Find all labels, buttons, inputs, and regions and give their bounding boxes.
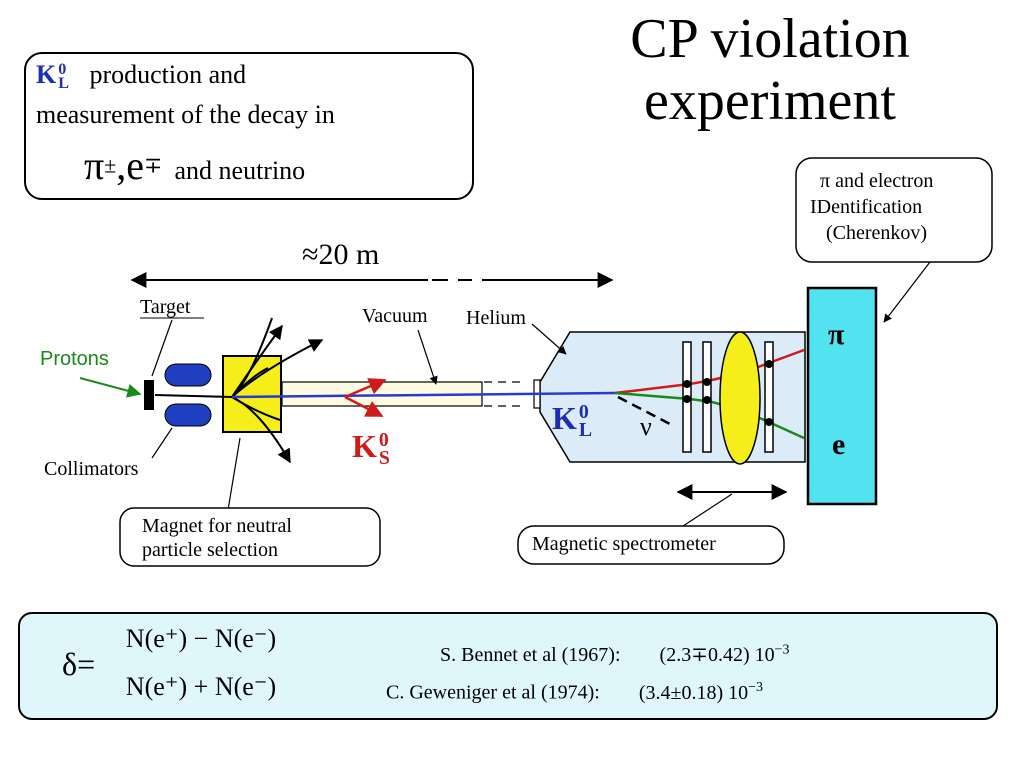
e-symbol: ,e [116, 143, 145, 188]
spectrometer-label: Magnetic spectrometer [532, 533, 716, 555]
magnet-leader [227, 437, 241, 511]
kl-decay-tracks [614, 348, 805, 440]
ks-decay [344, 378, 387, 418]
helium-leader [531, 323, 567, 355]
ks-subscript: S [378, 446, 390, 469]
page-title: CP violation experiment [560, 8, 980, 132]
ref2-author: C. Geweniger et al (1974): [386, 681, 600, 704]
cherenkov-line-2: IDentification [810, 196, 923, 218]
intro-text-1: production and [89, 60, 247, 89]
protons-label: Protons [40, 348, 109, 370]
e-detector-label: e [832, 428, 846, 461]
distance-label: ≈20 m [302, 238, 380, 271]
ref2-value: (3.4±0.18) 10 [638, 681, 749, 704]
e-superscript: ∓ [144, 152, 163, 178]
ref1-value: (2.3∓0.42) 10 [659, 644, 775, 666]
reference-2: C. Geweniger et al (1974): (3.4±0.18) 10… [386, 680, 763, 705]
denominator: N(e⁺) + N(e⁻) [125, 672, 277, 701]
collimators [164, 363, 212, 427]
cherenkov-line-3: (Cherenkov) [826, 222, 928, 244]
pi-symbol: π [84, 143, 105, 188]
magnet-line-2: particle selection [142, 539, 279, 561]
ks-symbol: K [352, 428, 377, 464]
cherenkov-leader [883, 261, 931, 323]
pi-detector-label: π [828, 318, 845, 351]
kl-symbol: K [36, 60, 57, 89]
kl-diagram-superscript: 0 [578, 400, 589, 423]
collimators-leader [151, 427, 173, 459]
kl-diagram-symbol: K [552, 400, 577, 436]
target [144, 380, 154, 410]
cherenkov-callout-text: π and electron IDentification (Cherenkov… [810, 168, 934, 246]
charged-tracks [154, 317, 324, 464]
magnet-callout-text: Magnet for neutral particle selection [142, 514, 292, 562]
kl-superscript: 0 [58, 60, 67, 78]
vacuum-label: Vacuum [362, 305, 428, 327]
neutrino-label: ν [640, 412, 652, 441]
spectrometer-chambers [682, 331, 774, 465]
cherenkov-detector [806, 286, 878, 506]
delta-symbol: δ= [62, 646, 96, 682]
neutral-beam [231, 391, 616, 399]
spectrometer-callout-box [517, 525, 785, 565]
ref1-author: S. Bennet et al (1967): [440, 644, 621, 666]
title-line-2: experiment [644, 70, 896, 132]
ref1-exponent: −3 [774, 642, 790, 658]
helium-label: Helium [466, 307, 526, 329]
intro-text-3: and neutrino [174, 156, 306, 185]
kl-subscript: L [58, 75, 69, 93]
cherenkov-callout-box [795, 157, 993, 263]
reference-1: S. Bennet et al (1967): (2.3∓0.42) 10−3 [440, 642, 790, 667]
vacuum-leader [417, 329, 438, 385]
spectrometer-leader [679, 493, 733, 529]
ref2-exponent: −3 [748, 680, 764, 695]
intro-line-2: measurement of the decay in [36, 100, 335, 129]
protons-arrow [79, 377, 142, 398]
target-label: Target [140, 296, 191, 318]
formula-box [18, 612, 998, 720]
ks-superscript: 0 [378, 428, 389, 451]
pi-superscript: ± [104, 152, 117, 178]
title-line-1: CP violation [630, 8, 910, 70]
kl-diagram-subscript: L [578, 418, 593, 441]
intro-line-3: π±,e∓ and neutrino [84, 142, 305, 189]
collimators-label: Collimators [44, 458, 139, 480]
magnet-line-1: Magnet for neutral [142, 515, 292, 537]
cherenkov-line-1: π and electron [820, 170, 934, 192]
spectrometer-magnet [719, 331, 761, 465]
magnet-callout-box [119, 507, 381, 567]
target-leader [151, 319, 173, 377]
numerator: N(e⁺) − N(e⁻) [125, 624, 277, 653]
